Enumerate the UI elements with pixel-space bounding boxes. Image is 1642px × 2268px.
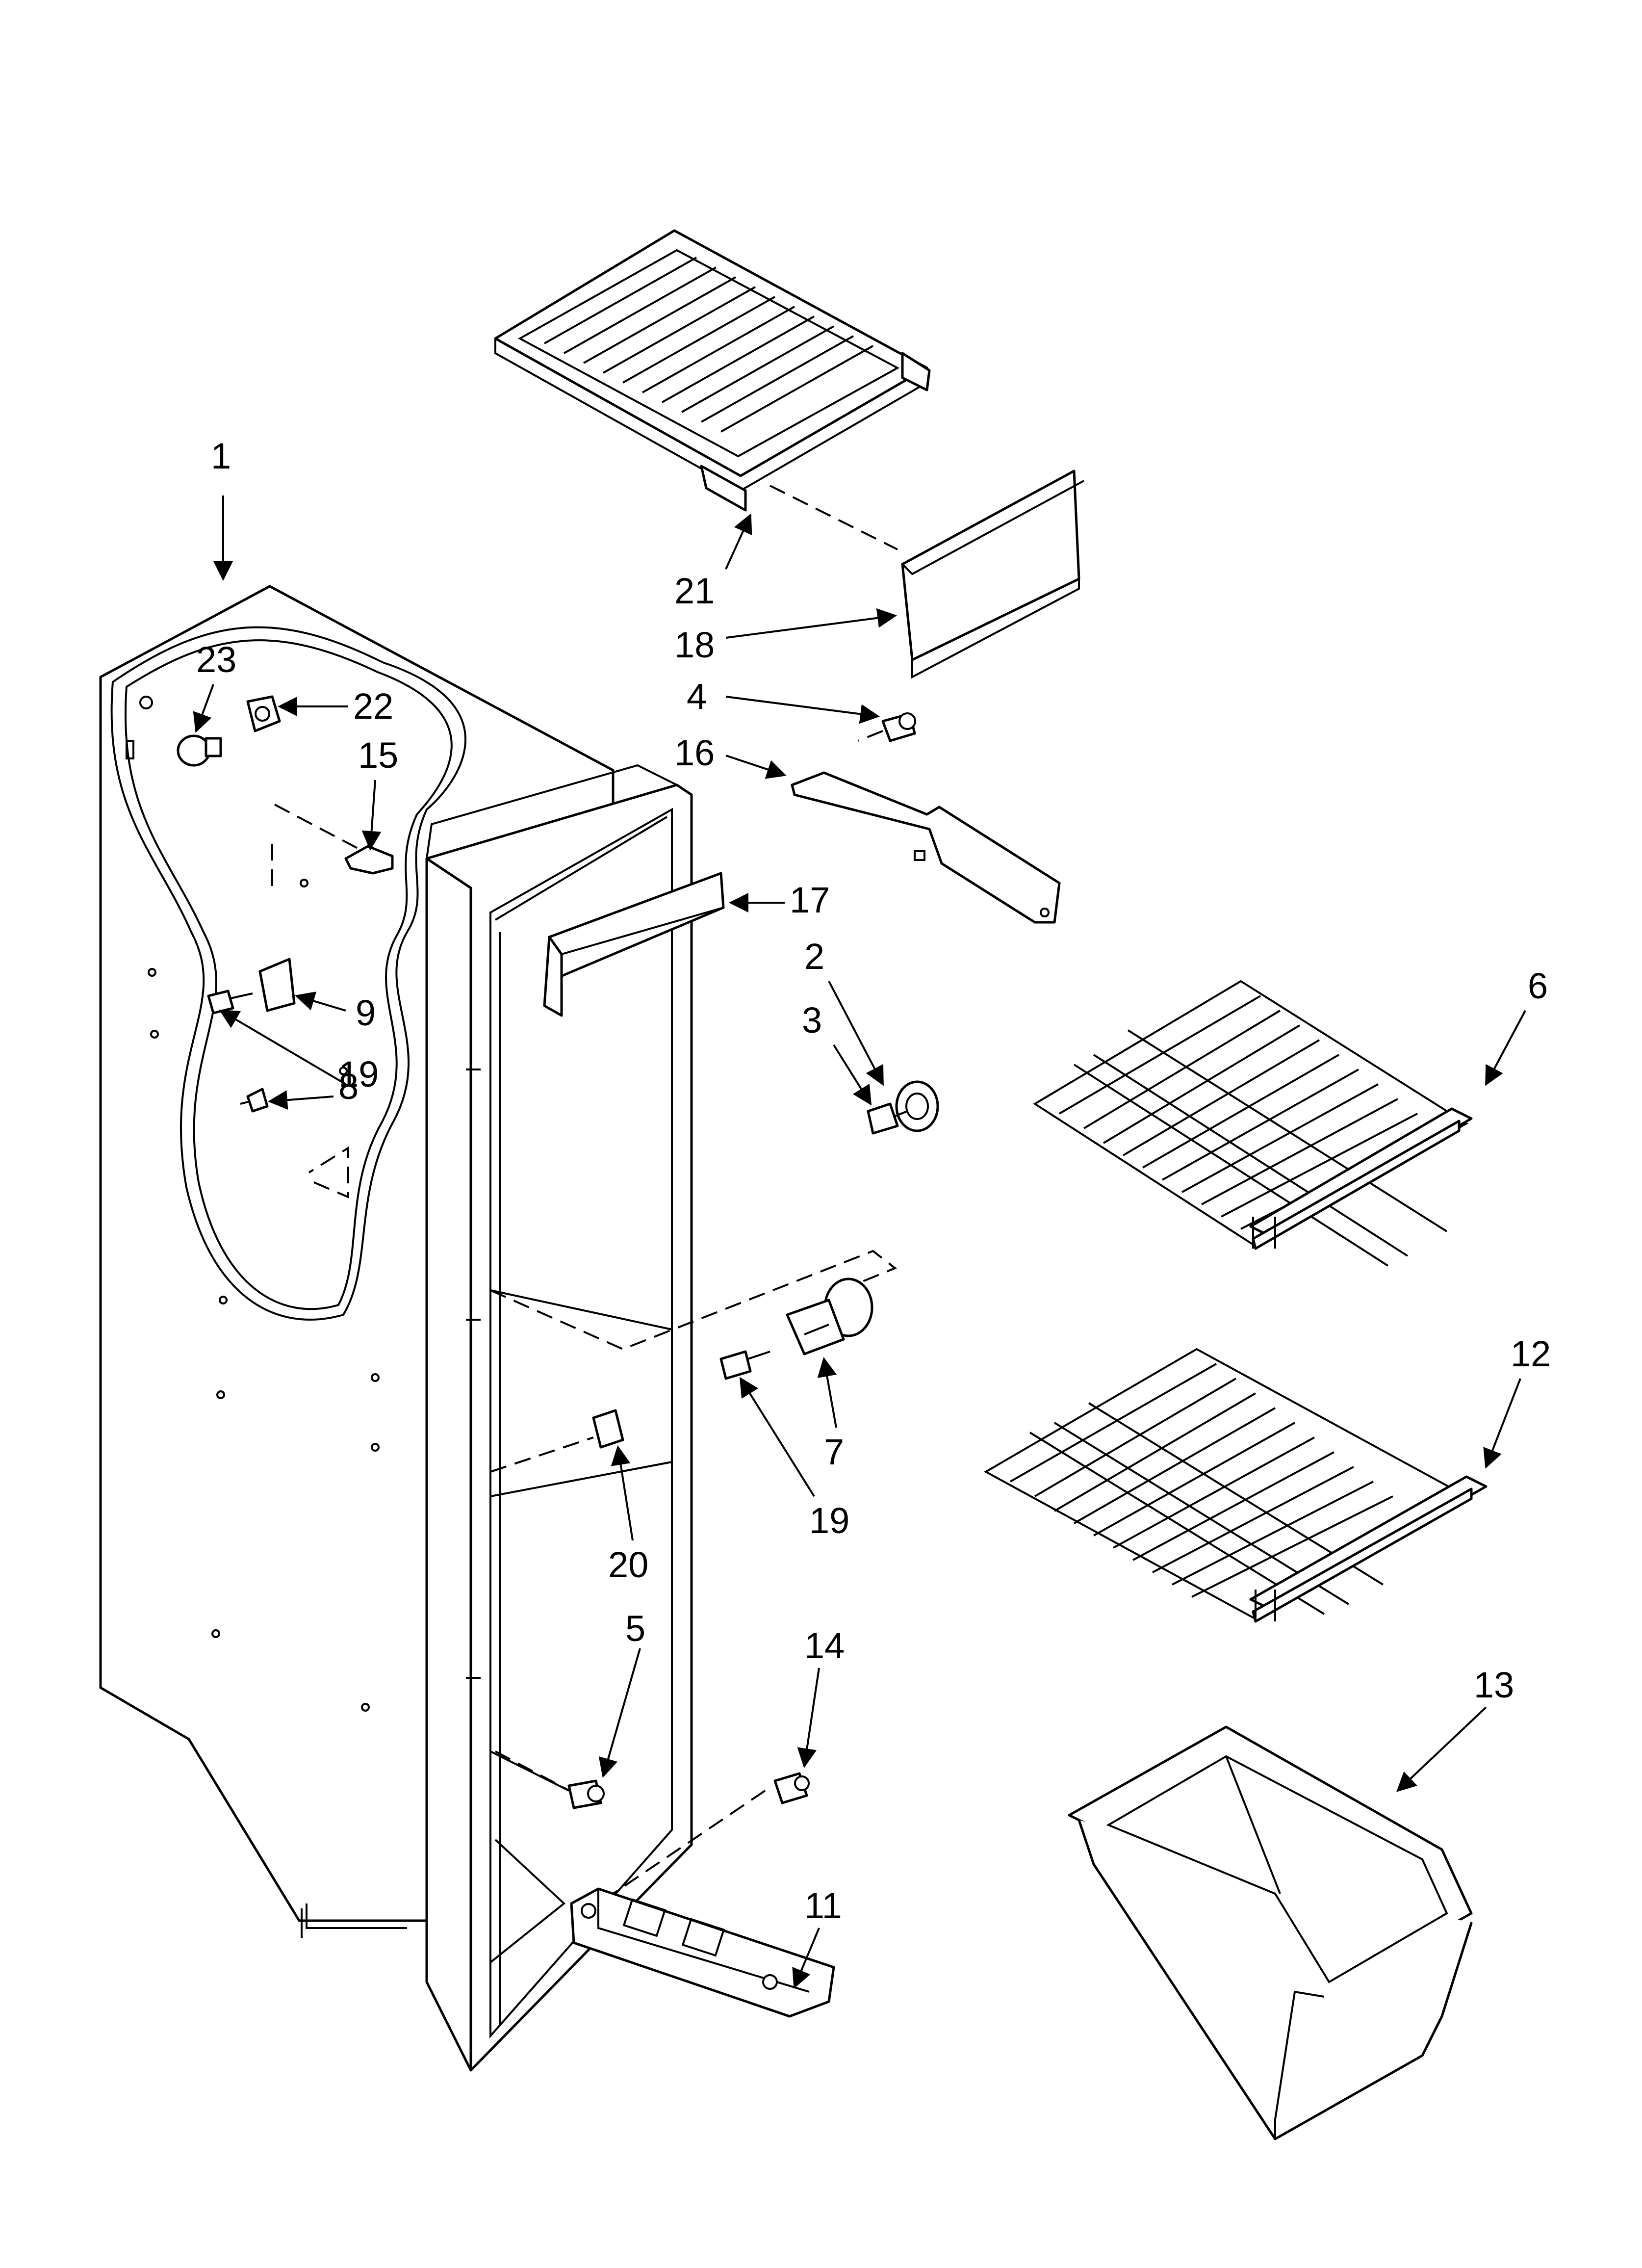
callout-3: 3: [802, 1000, 822, 1041]
front-frame: [301, 764, 693, 2072]
part-13-bin: [1068, 1725, 1473, 2140]
callout-4: 4: [687, 676, 707, 717]
part-21-shelf: [494, 229, 931, 512]
callout-2: 2: [804, 936, 824, 977]
callout-15: 15: [358, 735, 398, 776]
dashed-guide-18: [770, 485, 898, 550]
callout-16: 16: [674, 732, 715, 773]
part-5-screw: [567, 1779, 605, 1809]
part-19-screw-a: [207, 990, 253, 1015]
callout-18: 18: [674, 625, 715, 665]
callout-9: 9: [356, 992, 376, 1033]
part-22-socket: [246, 695, 281, 732]
callout-12: 12: [1511, 1333, 1551, 1374]
part-3-screw: [867, 1102, 908, 1135]
dashed-guide-15: [274, 804, 368, 855]
callout-11: 11: [804, 1885, 842, 1926]
part-6-wire-shelf: [1033, 980, 1473, 1267]
callout-labels: 1 21 18 4 16 17 2 3 6 12 7 19 20 5 14 13…: [196, 436, 1551, 1926]
callout-8: 8: [338, 1066, 359, 1107]
callout-19b: 19: [809, 1500, 849, 1541]
part-19-screw-b: [719, 1350, 770, 1380]
callout-7: 7: [824, 1432, 844, 1472]
dashed-guide-4: [858, 730, 883, 742]
part-4-screw: [881, 712, 916, 742]
dashed-guide-7: [490, 1250, 897, 1351]
part-9-bracket: [258, 958, 296, 1012]
part-14-screw: [773, 1772, 810, 1804]
callout-1: 1: [211, 436, 231, 476]
dashed-guide-8: [308, 1146, 349, 1199]
part-12-wire-shelf: [983, 1348, 1488, 1623]
part-11-trim: [570, 1887, 835, 2018]
callout-13: 13: [1474, 1665, 1514, 1705]
part-2-roller: [895, 1080, 939, 1132]
callout-21: 21: [674, 571, 715, 611]
part-23-bulb: [177, 734, 222, 767]
dashed-guide-20: [490, 1436, 594, 1473]
callout-19a: 19: [338, 1054, 379, 1095]
leader-lines: [193, 495, 1526, 1989]
part-7-bracket: [786, 1277, 873, 1356]
part-16-rail: [791, 771, 1061, 924]
part-18-trim: [901, 469, 1084, 679]
dashed-guide-14: [612, 1790, 766, 1895]
callout-17: 17: [790, 880, 830, 920]
callout-5: 5: [625, 1608, 645, 1649]
callout-20: 20: [608, 1544, 648, 1585]
part-8-plug: [240, 1088, 269, 1113]
callout-14: 14: [804, 1625, 845, 1666]
part-17-deflector: [543, 872, 725, 1017]
dashed-guide-5: [495, 1750, 579, 1797]
callout-23: 23: [196, 639, 236, 680]
callout-6: 6: [1528, 965, 1548, 1006]
callout-22: 22: [353, 686, 393, 727]
part-20-clip: [592, 1409, 624, 1449]
